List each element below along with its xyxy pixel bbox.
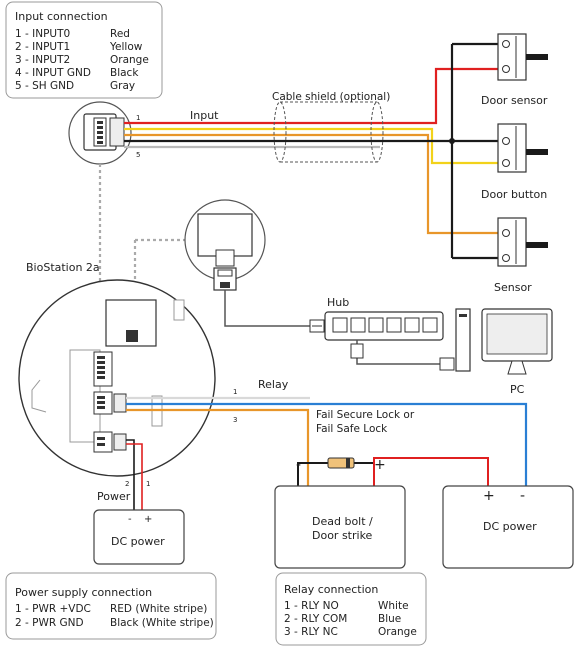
dc-power-right: + - DC power [442,485,574,569]
network-cable [224,290,310,327]
cable-shield-label: Cable shield (optional) [272,91,390,103]
power-legend-color: RED (White stripe) [110,603,207,615]
computer-icon [455,308,553,375]
power-wires [126,439,143,510]
switch-icon [497,33,548,81]
dc-power-right-label: DC power [483,520,537,533]
deadbolt-door-strike: Dead bolt / Door strike [274,485,406,569]
dc-power-left: - + DC power [93,509,185,565]
input-legend-pin: 5 - SH GND [15,80,74,92]
diode-icon [327,457,355,469]
deadbolt-label-line2: Door strike [312,529,373,542]
power-pin-2-label: 2 [125,480,129,488]
relay-legend-color: White [378,600,409,612]
dc-left-plus: + [144,514,152,525]
diode-loop [297,457,489,486]
power-supply-legend: Power supply connection 1 - PWR +VDC RED… [5,572,217,640]
rj45-plug-icon [350,343,455,371]
rj45-plug-icon [309,319,325,333]
power-legend-pin: 2 - PWR GND [15,617,84,629]
power-legend-color: Black (White stripe) [110,617,214,629]
input-connector-zoom: 1 5 [68,101,140,165]
dc-power-left-label: DC power [111,535,165,548]
power-legend-title: Power supply connection [15,586,152,599]
sensor: Sensor [494,217,548,294]
cable-shield [273,101,384,163]
input-legend-color: Black [110,67,139,79]
input-legend-title: Input connection [15,10,108,23]
rj45-plug-icon [213,249,237,291]
sensor-label: Sensor [494,281,532,294]
connector-icon [93,431,127,453]
relay-legend-color: Orange [378,626,417,638]
input-legend-color: Orange [110,54,149,66]
diode-plus-label: + [374,457,386,473]
hub-label: Hub [327,296,349,309]
pc-label: PC [510,383,525,396]
input-pin-5-label: 5 [136,151,140,159]
relay-legend-title: Relay connection [284,583,378,596]
network-hub-icon [324,311,444,341]
switch-icon [497,123,548,173]
input-legend-pin: 1 - INPUT0 [15,28,70,40]
input-legend-pin: 4 - INPUT GND [15,67,91,79]
door-sensor: Door sensor [481,33,548,107]
network-cable [356,340,440,365]
relay-legend: Relay connection 1 - RLY NO White 2 - RL… [275,572,427,646]
connector-icon [93,117,125,147]
relay-pin-3-label: 3 [233,416,237,424]
relay-legend-color: Blue [378,613,401,625]
relay-label: Relay [258,378,289,391]
dc-left-minus: - [128,514,132,525]
input-legend-pin: 2 - INPUT1 [15,41,70,53]
door-button: Door button [481,123,548,201]
lock-label-line2: Fail Safe Lock [316,423,388,435]
lock-label-line1: Fail Secure Lock or [316,409,415,421]
input-legend-color: Gray [110,80,135,92]
diode-minus-label: - [296,457,301,473]
input-wires [124,42,502,260]
relay-pin-1-label: 1 [233,388,237,396]
relay-wires [126,396,528,486]
input-label: Input [190,109,219,122]
input-legend-pin: 3 - INPUT2 [15,54,70,66]
ethernet-port-zoom [184,199,266,291]
deadbolt-label-line1: Dead bolt / [312,515,373,528]
input-pin-1-label: 1 [136,114,140,122]
input-connection-legend: Input connection 1 - INPUT0 Red 2 - INPU… [5,1,163,99]
relay-legend-pin: 1 - RLY NO [284,600,339,612]
relay-legend-pin: 3 - RLY NC [284,626,338,638]
relay-legend-pin: 2 - RLY COM [284,613,347,625]
dc-right-minus: - [520,488,525,504]
power-label: Power [97,490,131,503]
power-pin-1-label: 1 [146,480,150,488]
device-label: BioStation 2a [26,261,100,274]
connector-icon [93,351,113,387]
switch-icon [497,217,548,267]
door-sensor-label: Door sensor [481,94,548,107]
input-legend-color: Red [110,28,130,40]
biostation-device [18,279,216,477]
input-legend-color: Yellow [109,41,143,53]
door-button-label: Door button [481,188,547,201]
connector-icon [93,391,127,415]
dc-right-plus: + [483,488,495,504]
power-legend-pin: 1 - PWR +VDC [15,603,91,615]
